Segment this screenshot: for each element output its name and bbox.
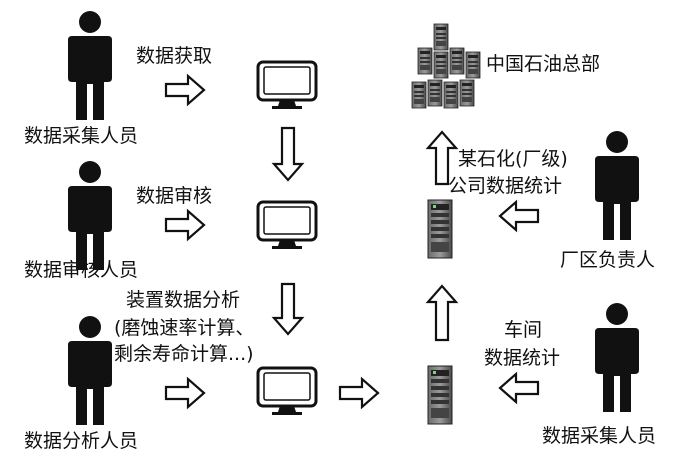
person-icon	[595, 131, 639, 240]
hollow-arrow-icon	[271, 126, 305, 182]
edge-label-analysis-title: 装置数据分析	[126, 289, 241, 311]
server-icon	[427, 365, 453, 425]
node-label-hq: 中国石油总部	[486, 53, 601, 75]
node-label-reviewer: 数据审核人员	[24, 259, 139, 281]
edge-label-analysis-detail-1: (磨蚀速率计算、	[114, 317, 255, 339]
monitor-icon	[256, 366, 318, 417]
node-label-collector-left: 数据采集人员	[24, 125, 139, 147]
server-icon	[427, 199, 453, 259]
person-icon	[68, 11, 112, 120]
hollow-arrow-icon	[425, 284, 459, 342]
hollow-arrow-icon	[164, 73, 206, 107]
hollow-arrow-icon	[271, 282, 305, 336]
monitor-icon	[256, 60, 318, 111]
edge-label-workshop-2: 数据统计	[484, 347, 561, 369]
hollow-arrow-icon	[498, 371, 540, 405]
node-label-plant-manager: 厂区负责人	[560, 249, 656, 271]
monitor-icon	[256, 200, 318, 251]
hollow-arrow-icon	[164, 376, 206, 410]
person-icon	[595, 303, 639, 412]
hollow-arrow-icon	[425, 130, 459, 186]
person-icon	[68, 161, 112, 270]
hollow-arrow-icon	[498, 199, 540, 233]
node-label-collector-right: 数据采集人员	[542, 425, 657, 447]
edge-label-company-2: 公司数据统计	[448, 175, 563, 197]
edge-label-acquire: 数据获取	[136, 45, 213, 67]
hollow-arrow-icon	[338, 376, 380, 410]
hollow-arrow-icon	[164, 208, 206, 242]
server-cluster-icon	[411, 23, 481, 109]
edge-label-review: 数据审核	[136, 185, 213, 207]
node-label-analyst: 数据分析人员	[24, 430, 139, 452]
person-icon	[68, 316, 112, 425]
edge-label-analysis-detail-2: 剩余寿命计算...)	[114, 343, 254, 365]
edge-label-workshop-1: 车间	[504, 319, 543, 341]
edge-label-company-1: 某石化(厂级)	[458, 148, 568, 170]
